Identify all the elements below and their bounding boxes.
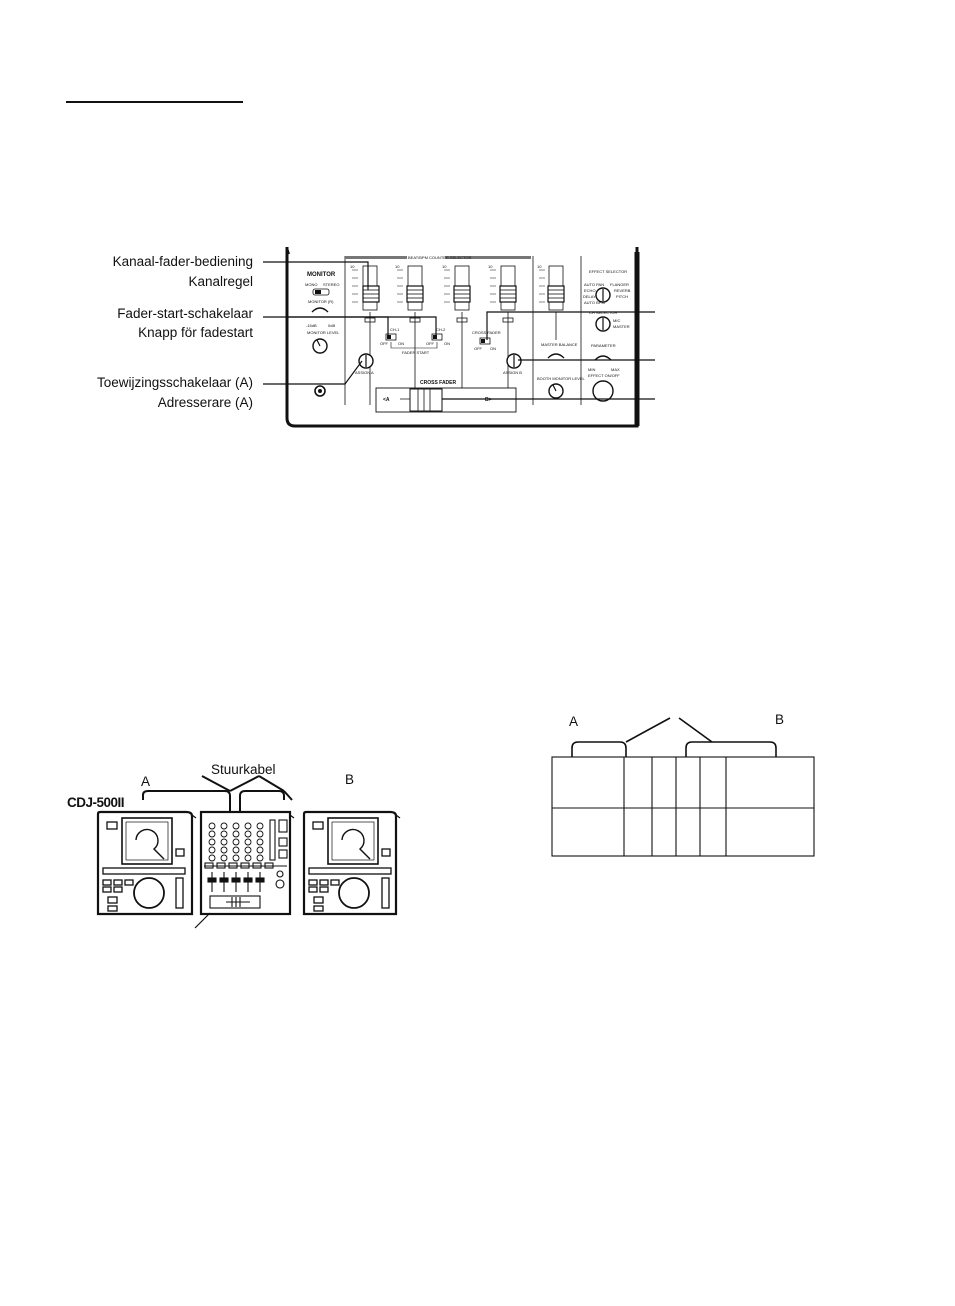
- svg-text:MONITOR (R): MONITOR (R): [308, 299, 334, 304]
- svg-text:PARAMETER: PARAMETER: [591, 343, 616, 348]
- svg-text:ON: ON: [490, 346, 496, 351]
- svg-text:MONO: MONO: [305, 282, 317, 287]
- model-label: CDJ-500II: [67, 795, 125, 810]
- svg-text:OFF: OFF: [426, 341, 435, 346]
- label-kanaal-fader: Kanaal-fader-bediening: [112, 254, 253, 269]
- svg-text:FLANGER: FLANGER: [610, 282, 629, 287]
- svg-text:CH-1: CH-1: [390, 327, 400, 332]
- right-label-a: A: [569, 714, 579, 729]
- svg-text:10: 10: [537, 264, 542, 269]
- svg-text:ECHO: ECHO: [584, 288, 596, 293]
- cable-label: Stuurkabel: [211, 762, 276, 777]
- player-b-label: B: [345, 772, 355, 787]
- label-kanalregel: Kanalregel: [188, 274, 253, 289]
- section-rule: [66, 101, 243, 103]
- label-toewijzing: Toewijzingsschakelaar (A): [96, 375, 253, 390]
- svg-text:EFFECT SELECTOR: EFFECT SELECTOR: [589, 269, 627, 274]
- svg-text:DELAY: DELAY: [583, 294, 596, 299]
- svg-text:-15dB: -15dB: [306, 323, 317, 328]
- label-fader-start-nl: Fader-start-schakelaar: [117, 306, 253, 321]
- svg-text:AUTO BPM: AUTO BPM: [584, 300, 605, 305]
- svg-text:10: 10: [395, 264, 400, 269]
- svg-text:MASTER BALANCE: MASTER BALANCE: [541, 342, 578, 347]
- svg-text:ON: ON: [398, 341, 404, 346]
- svg-text:MONITOR LEVEL: MONITOR LEVEL: [307, 330, 340, 335]
- svg-text:OFF: OFF: [474, 346, 483, 351]
- svg-text:EFFECT ON/OFF: EFFECT ON/OFF: [588, 373, 620, 378]
- svg-text:REVERB: REVERB: [614, 288, 631, 293]
- svg-text:MASTER: MASTER: [613, 324, 630, 329]
- svg-text:BOOTH MONITOR LEVEL: BOOTH MONITOR LEVEL: [537, 376, 585, 381]
- svg-text:BEAT/BPM COUNTER SELECTOR: BEAT/BPM COUNTER SELECTOR: [408, 255, 472, 260]
- svg-text:CROSS FADER: CROSS FADER: [472, 330, 501, 335]
- svg-text:10: 10: [488, 264, 493, 269]
- svg-text:<A: <A: [383, 397, 390, 403]
- svg-text:FADER START: FADER START: [402, 350, 430, 355]
- player-a-label: A: [141, 774, 151, 789]
- svg-text:STEREO: STEREO: [323, 282, 339, 287]
- svg-text:B>: B>: [485, 397, 492, 403]
- svg-text:MIN: MIN: [588, 367, 595, 372]
- right-label-b: B: [775, 712, 785, 727]
- svg-text:ASSIGN A: ASSIGN A: [355, 370, 374, 375]
- svg-text:CROSS FADER: CROSS FADER: [420, 380, 457, 386]
- svg-text:AUTO PAN: AUTO PAN: [584, 282, 604, 287]
- svg-text:OFF: OFF: [380, 341, 389, 346]
- label-fader-start-sv: Knapp för fadestart: [138, 325, 253, 340]
- mixer-panel-illustration: 10 10 10 10 10 BEAT/BPM COUNTER SELECTOR…: [263, 247, 655, 428]
- svg-text:0dB: 0dB: [328, 323, 335, 328]
- svg-text:MIC: MIC: [613, 318, 620, 323]
- svg-text:ON: ON: [444, 341, 450, 346]
- svg-text:10: 10: [442, 264, 447, 269]
- svg-text:PITCH: PITCH: [616, 294, 628, 299]
- svg-text:ASSIGN B: ASSIGN B: [503, 370, 522, 375]
- svg-text:10: 10: [350, 264, 355, 269]
- svg-text:MONITOR: MONITOR: [307, 272, 336, 278]
- label-adresserare: Adresserare (A): [157, 395, 253, 410]
- svg-text:CH-2: CH-2: [436, 327, 446, 332]
- svg-text:MAX: MAX: [611, 367, 620, 372]
